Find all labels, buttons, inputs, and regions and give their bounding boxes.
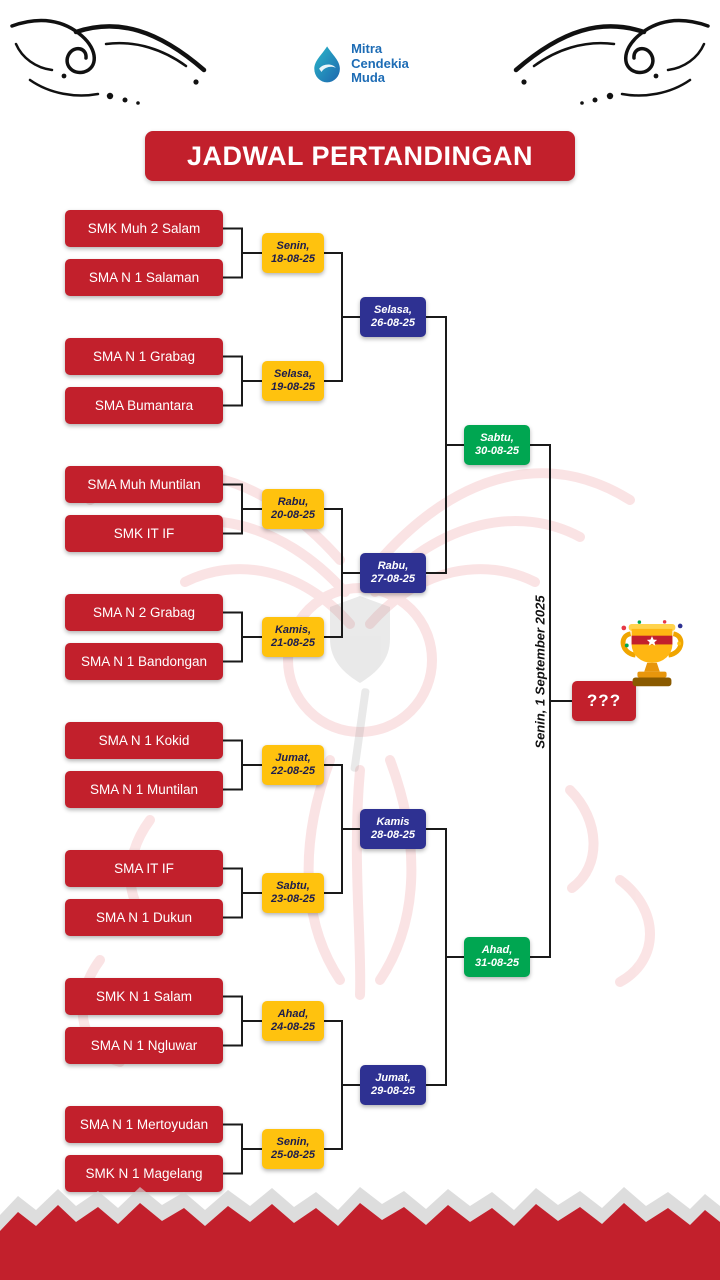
match-day: Rabu,	[377, 559, 409, 572]
match-date-box: Jumat,22-08-25	[262, 745, 324, 785]
match-day: Ahad,	[481, 943, 513, 956]
match-date: 27-08-25	[370, 573, 416, 585]
match-date: 19-08-25	[270, 381, 316, 393]
match-date-box: Rabu,27-08-25	[360, 553, 426, 593]
logo-line-1: Mitra	[351, 41, 383, 56]
match-date-box: Senin,18-08-25	[262, 233, 324, 273]
match-date-box: Ahad,31-08-25	[464, 937, 530, 977]
match-date: 24-08-25	[270, 1021, 316, 1033]
team-name: SMA Muh Muntilan	[87, 477, 201, 492]
match-day: Ahad,	[277, 1007, 309, 1020]
match-day: Sabtu,	[276, 879, 310, 892]
team-name: SMA N 1 Bandongan	[80, 654, 208, 669]
match-day: Jumat,	[275, 751, 311, 764]
match-day: Senin,	[276, 1135, 310, 1148]
team-name: SMA N 1 Muntilan	[89, 782, 199, 797]
team-box: SMA N 1 Dukun	[65, 899, 223, 936]
team-box: SMA IT IF	[65, 850, 223, 887]
match-date: 22-08-25	[270, 765, 316, 777]
match-date: 23-08-25	[270, 893, 316, 905]
match-day: Jumat,	[375, 1071, 411, 1084]
logo: Mitra Cendekia Muda	[311, 41, 409, 86]
match-date-box: Selasa,19-08-25	[262, 361, 324, 401]
match-day: Sabtu,	[480, 431, 514, 444]
match-date: 30-08-25	[474, 445, 520, 457]
match-day: Kamis,	[274, 623, 312, 636]
match-date: 21-08-25	[270, 637, 316, 649]
corner-flourish-right-icon	[513, 18, 710, 105]
match-day: Selasa,	[274, 367, 312, 380]
team-name: SMA N 1 Dukun	[95, 910, 193, 925]
match-date: 26-08-25	[370, 317, 416, 329]
team-box: SMK N 1 Salam	[65, 978, 223, 1015]
team-name: SMA Bumantara	[94, 398, 194, 413]
corner-flourish-left-icon	[10, 18, 207, 105]
team-name: SMK N 1 Salam	[95, 989, 193, 1004]
team-box: SMA Muh Muntilan	[65, 466, 223, 503]
team-box: SMA N 1 Muntilan	[65, 771, 223, 808]
team-name: SMK N 1 Magelang	[85, 1166, 203, 1181]
match-date-box: Rabu,20-08-25	[262, 489, 324, 529]
final-date-vertical: Senin, 1 September 2025	[532, 595, 548, 749]
team-name: SMA N 1 Grabag	[92, 349, 196, 364]
team-box: SMA N 1 Bandongan	[65, 643, 223, 680]
match-day: Selasa,	[374, 303, 412, 316]
match-day: Senin,	[276, 239, 310, 252]
team-box: SMA Bumantara	[65, 387, 223, 424]
team-name: SMK Muh 2 Salam	[87, 221, 201, 236]
match-date-box: Jumat,29-08-25	[360, 1065, 426, 1105]
team-name: SMA N 1 Kokid	[98, 733, 190, 748]
match-date: 25-08-25	[270, 1149, 316, 1161]
match-day: Kamis	[376, 815, 410, 828]
page-title: JADWAL PERTANDINGAN	[186, 140, 533, 171]
team-name: SMK IT IF	[113, 526, 175, 541]
match-date: 29-08-25	[370, 1085, 416, 1097]
champion-box: ???	[572, 681, 636, 721]
team-box: SMA N 2 Grabag	[65, 594, 223, 631]
trophy-icon	[620, 620, 684, 687]
match-date-box: Selasa,26-08-25	[360, 297, 426, 337]
match-date: 18-08-25	[270, 253, 316, 265]
team-name: SMA N 1 Mertoyudan	[79, 1117, 209, 1132]
match-date-box: Kamis,21-08-25	[262, 617, 324, 657]
match-date-box: Sabtu,23-08-25	[262, 873, 324, 913]
match-date: 31-08-25	[474, 957, 520, 969]
team-name: SMA N 1 Ngluwar	[90, 1038, 198, 1053]
team-box: SMA N 1 Ngluwar	[65, 1027, 223, 1064]
logo-text: Mitra Cendekia Muda	[351, 41, 409, 86]
water-drop-logo-icon	[314, 46, 340, 83]
match-date-box: Sabtu,30-08-25	[464, 425, 530, 465]
team-box: SMK N 1 Magelang	[65, 1155, 223, 1192]
team-name: SMA N 2 Grabag	[92, 605, 196, 620]
logo-line-2: Cendekia	[351, 55, 409, 71]
logo-line-3: Muda	[351, 70, 386, 85]
team-box: SMA N 1 Grabag	[65, 338, 223, 375]
team-box: SMA N 1 Mertoyudan	[65, 1106, 223, 1143]
title-banner: JADWAL PERTANDINGAN	[145, 131, 575, 181]
team-box: SMA N 1 Salaman	[65, 259, 223, 296]
team-box: SMA N 1 Kokid	[65, 722, 223, 759]
team-name: SMA IT IF	[114, 861, 174, 876]
team-box: SMK Muh 2 Salam	[65, 210, 223, 247]
match-date: 20-08-25	[270, 509, 316, 521]
team-box: SMK IT IF	[65, 515, 223, 552]
match-date-box: Senin,25-08-25	[262, 1129, 324, 1169]
champion-placeholder: ???	[586, 691, 622, 710]
match-date: 28-08-25	[370, 829, 416, 841]
match-day: Rabu,	[277, 495, 309, 508]
match-date-box: Ahad,24-08-25	[262, 1001, 324, 1041]
team-name: SMA N 1 Salaman	[88, 270, 200, 285]
